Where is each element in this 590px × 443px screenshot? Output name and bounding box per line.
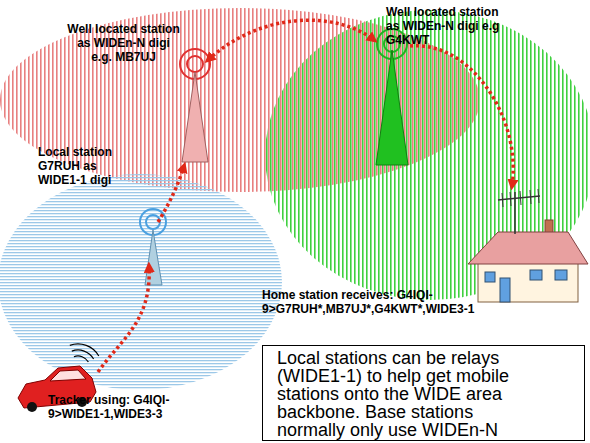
station-label: Well located station as WIDEn-N digi e.g…	[66, 22, 181, 64]
coverage-area	[265, 10, 590, 300]
station-label: Local station G7RUH as WIDE1-1 digi	[38, 145, 114, 187]
signal-rings	[140, 29, 407, 235]
packet-path	[98, 20, 513, 372]
coverage-area	[0, 174, 282, 390]
tower-symbol	[182, 72, 208, 162]
note-text: Local stations can be relays (WIDE1-1) t…	[277, 349, 525, 439]
station-label: Tracker using: G4IQI-9>WIDE1-1,WIDE3-3	[48, 393, 208, 421]
note-box: Local stations can be relays (WIDE1-1) t…	[262, 345, 585, 441]
tower-symbol	[376, 50, 408, 165]
house-symbol	[468, 189, 588, 302]
station-label: Home station receives: G4IQI-9>G7RUH*,MB…	[262, 288, 524, 316]
station-label: Well located station as WIDEn-N digi e.g…	[386, 5, 501, 47]
